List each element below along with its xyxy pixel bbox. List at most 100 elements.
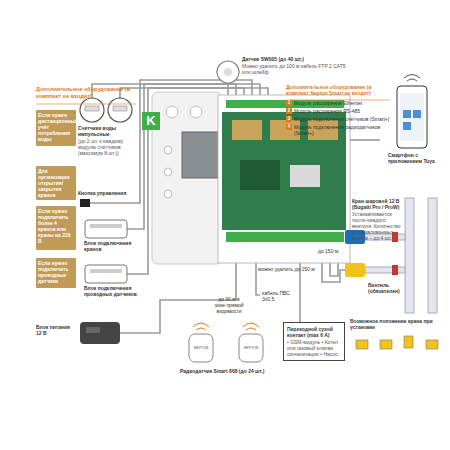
device-caption: Кнопка управления — [78, 190, 134, 196]
pipes-and-valves-part — [345, 263, 365, 277]
wires-part — [348, 139, 380, 141]
smartphone-part — [403, 122, 411, 130]
controller-part — [182, 132, 218, 178]
list-row: 2Модуль расширения RS-485 — [286, 108, 392, 114]
device-caption: Радиодатчик Smart 868 (до 24 шт.) — [180, 368, 272, 374]
range-note: до 30 м в зоне прямой видимости — [214, 296, 244, 314]
node-heading: Кран шаровой 12 В (Bugatti Pro / ProW) — [352, 198, 404, 210]
node-heading: Кнопка управления — [78, 190, 134, 196]
node-heading: Блок питания 12 В — [36, 324, 76, 336]
smartphone-part — [413, 110, 421, 118]
node-heading: Возможное положение крана при установке — [350, 318, 442, 330]
sensor-sw005-part — [224, 68, 232, 76]
valve-positions-part — [404, 336, 413, 348]
power-supply — [80, 322, 120, 344]
water-meters-part — [85, 106, 99, 111]
pipes-and-valves — [345, 198, 437, 313]
device-caption: Смартфон с приложением Tuya — [388, 152, 438, 164]
position-caption: Возможное положение крана при установке — [350, 318, 442, 330]
power-supply-part — [86, 327, 100, 333]
node-text: • GSM-модуль • Котел или газовый клапан … — [287, 339, 341, 357]
condition-tag: Для организации открытия/закрытия кранов — [36, 166, 76, 200]
pipes-and-valves-part — [405, 198, 414, 313]
water-meters-part — [113, 106, 127, 111]
item-number: 3 — [286, 116, 292, 122]
valve-positions-part — [380, 340, 392, 349]
device-caption: Блок подключения проводных датчиков — [84, 285, 138, 297]
smartphone-part — [397, 86, 427, 148]
item-number: 2 — [286, 108, 292, 114]
node-text: Модуль подключения радиодатчиков (Smart+… — [294, 124, 392, 136]
node-text: Устанавливается после каждого вентиля. К… — [352, 211, 404, 241]
brand-mark: NEPTUN — [189, 346, 213, 350]
node-heading: Блок подключения кранов — [84, 240, 136, 252]
pipes-and-valves-part — [428, 198, 437, 313]
node-heading: Дополнительное оборудование (в комплект … — [286, 84, 392, 96]
radio-sensors-part — [239, 334, 263, 362]
water-meters-part — [108, 98, 132, 122]
valve-block-part — [90, 224, 122, 228]
sensor-sw005 — [217, 61, 239, 83]
node-text: Модуль подключения счётчиков (Smart+) — [294, 116, 389, 122]
device-caption: Блок питания 12 В — [36, 324, 76, 336]
node-text: Можно удалить до 100 м кабель FTP 2 CAT5… — [242, 63, 346, 75]
controller-part — [152, 92, 222, 264]
radio-sensors-part — [193, 323, 209, 330]
controller-part — [226, 232, 344, 242]
power-supply-part — [80, 322, 120, 344]
water-meters-part — [80, 98, 104, 122]
device-caption: Счётчики воды импульсные(до 2 шт. к кажд… — [78, 125, 142, 156]
cable-note: кабель ПВС 3х0,5 — [262, 290, 302, 302]
pipes-and-valves-part — [392, 265, 398, 275]
smartphone-part — [403, 110, 411, 118]
sensor-block-part — [90, 269, 122, 273]
valve-caption: Кран шаровой 12 В (Bugatti Pro / ProW)Ус… — [352, 198, 404, 241]
node-text: Модуль расширения Ethernet — [294, 100, 362, 106]
dry-contact-box: Переходной сухой контакт (max 6 A)• GSM-… — [283, 322, 345, 361]
controller-part — [164, 146, 172, 154]
heading-rule — [36, 104, 136, 105]
module-list: Дополнительное оборудование (в комплект … — [286, 84, 392, 136]
controller-part — [166, 106, 178, 118]
controller-part — [240, 160, 280, 190]
water-meters — [80, 98, 132, 122]
node-heading: Датчик SW005 (до 40 шт.) — [242, 56, 346, 62]
valve-positions-part — [426, 340, 438, 349]
node-heading: Радиодатчик Smart 868 (до 24 шт.) — [180, 368, 272, 374]
node-heading: Если нужно подключить проводные датчики — [38, 260, 74, 284]
node-heading: Смартфон с приложением Tuya — [388, 152, 438, 164]
list-row: 3Модуль подключения счётчиков (Smart+) — [286, 116, 392, 122]
valve-block-part — [85, 220, 127, 238]
sensor-sw005-part — [217, 61, 239, 83]
node-heading: Вентиль (обязателен) — [368, 282, 404, 294]
pipes-and-valves-part — [365, 267, 405, 273]
logo-mark: K — [142, 112, 160, 130]
section-heading: Дополнительное оборудование (в комплект … — [36, 86, 136, 99]
item-number: 1 — [286, 100, 292, 106]
sensor-block — [85, 265, 127, 283]
condition-tag: Если нужно подключить проводные датчики — [36, 258, 76, 288]
controller-part — [190, 106, 202, 118]
radio-sensors-part — [189, 334, 213, 362]
node-text: Модуль расширения RS-485 — [294, 108, 360, 114]
valve-block — [85, 220, 127, 238]
brand-mark: NEPTUN — [239, 346, 263, 350]
controller-part — [232, 120, 262, 140]
node-heading: Для организации открытия/закрытия кранов — [38, 168, 74, 198]
radio-sensors — [189, 323, 263, 362]
sensor-block-part — [85, 265, 127, 283]
node-text: (до 2 шт. к каждому модулю счётчиков (ма… — [78, 138, 142, 156]
device-caption: Блок подключения кранов — [84, 240, 136, 252]
list-row: 4Модуль подключения радиодатчиков (Smart… — [286, 124, 392, 136]
condition-tag: Если нужен дистанционный учёт потреблени… — [36, 110, 76, 146]
condition-tag: Если нужно подключить более 4 кранов или… — [36, 206, 76, 250]
controller-part — [164, 190, 172, 198]
smartphone-part — [400, 93, 424, 141]
node-heading: Если нужно подключить более 4 кранов или… — [38, 208, 74, 244]
distance-note: до 150 м — [318, 248, 348, 254]
node-heading: Если нужен дистанционный учёт потреблени… — [38, 112, 74, 142]
node-heading: Переходной сухой контакт (max 6 A) — [287, 326, 341, 338]
smartphone-part — [404, 75, 420, 82]
valve-caption: Вентиль (обязателен) — [368, 282, 404, 294]
